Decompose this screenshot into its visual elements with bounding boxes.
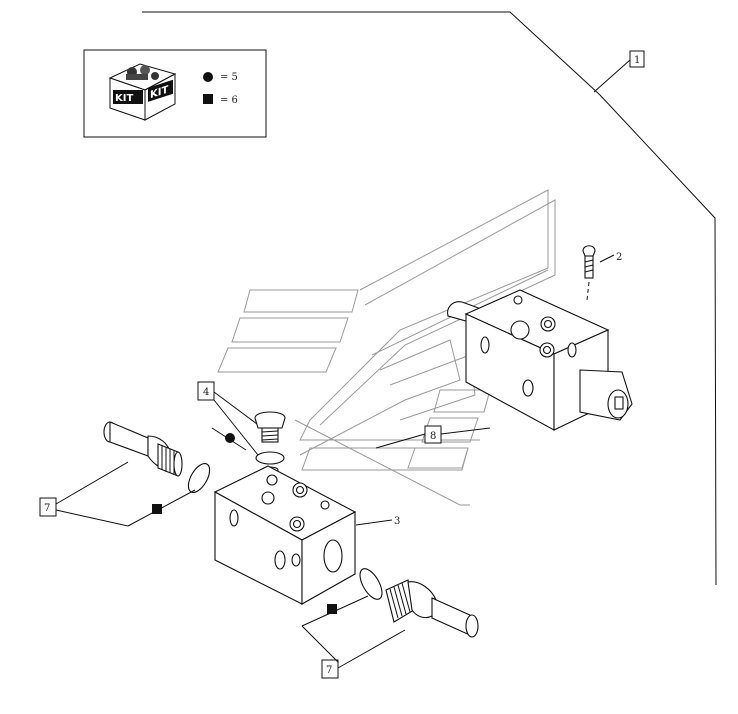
callout-1: 1 — [593, 50, 645, 93]
assembly-frame-lines — [142, 11, 717, 586]
callout-8: 8 — [375, 425, 491, 449]
circle-symbol-icon — [203, 72, 213, 82]
kit-legend: KIT KIT = 5 = 6 — [83, 49, 267, 138]
valve-block-part-3: 3 — [213, 465, 400, 605]
square-legend-text: = 6 — [220, 95, 238, 106]
kit-box-icon: KIT KIT — [108, 63, 177, 121]
callout-7-lower: 7 — [301, 595, 406, 679]
callout-4-label: 4 — [203, 387, 209, 398]
callout-3-label: 3 — [394, 516, 400, 527]
plug-and-seals — [254, 411, 286, 474]
callout-7-upper-label: 7 — [44, 503, 50, 514]
square-kit-marker-lower — [327, 604, 337, 614]
square-kit-marker-upper — [152, 504, 162, 514]
circle-kit-marker — [225, 433, 235, 443]
circle-legend-text: = 5 — [220, 72, 238, 83]
kit-label-left: KIT — [115, 93, 133, 104]
cartridge-valve-left — [103, 421, 211, 493]
callout-8-label: 8 — [430, 431, 436, 442]
callout-1-label: 1 — [634, 55, 640, 66]
screw-part-2: 2 — [582, 245, 622, 301]
callout-4: 4 — [197, 381, 266, 461]
callout-7-upper: 7 — [39, 461, 196, 527]
callout-2-label: 2 — [616, 252, 622, 263]
valve-block-installed — [447, 289, 633, 431]
callout-7-lower-label: 7 — [326, 665, 332, 676]
cartridge-valve-right — [359, 568, 479, 638]
square-symbol-icon — [203, 94, 213, 104]
